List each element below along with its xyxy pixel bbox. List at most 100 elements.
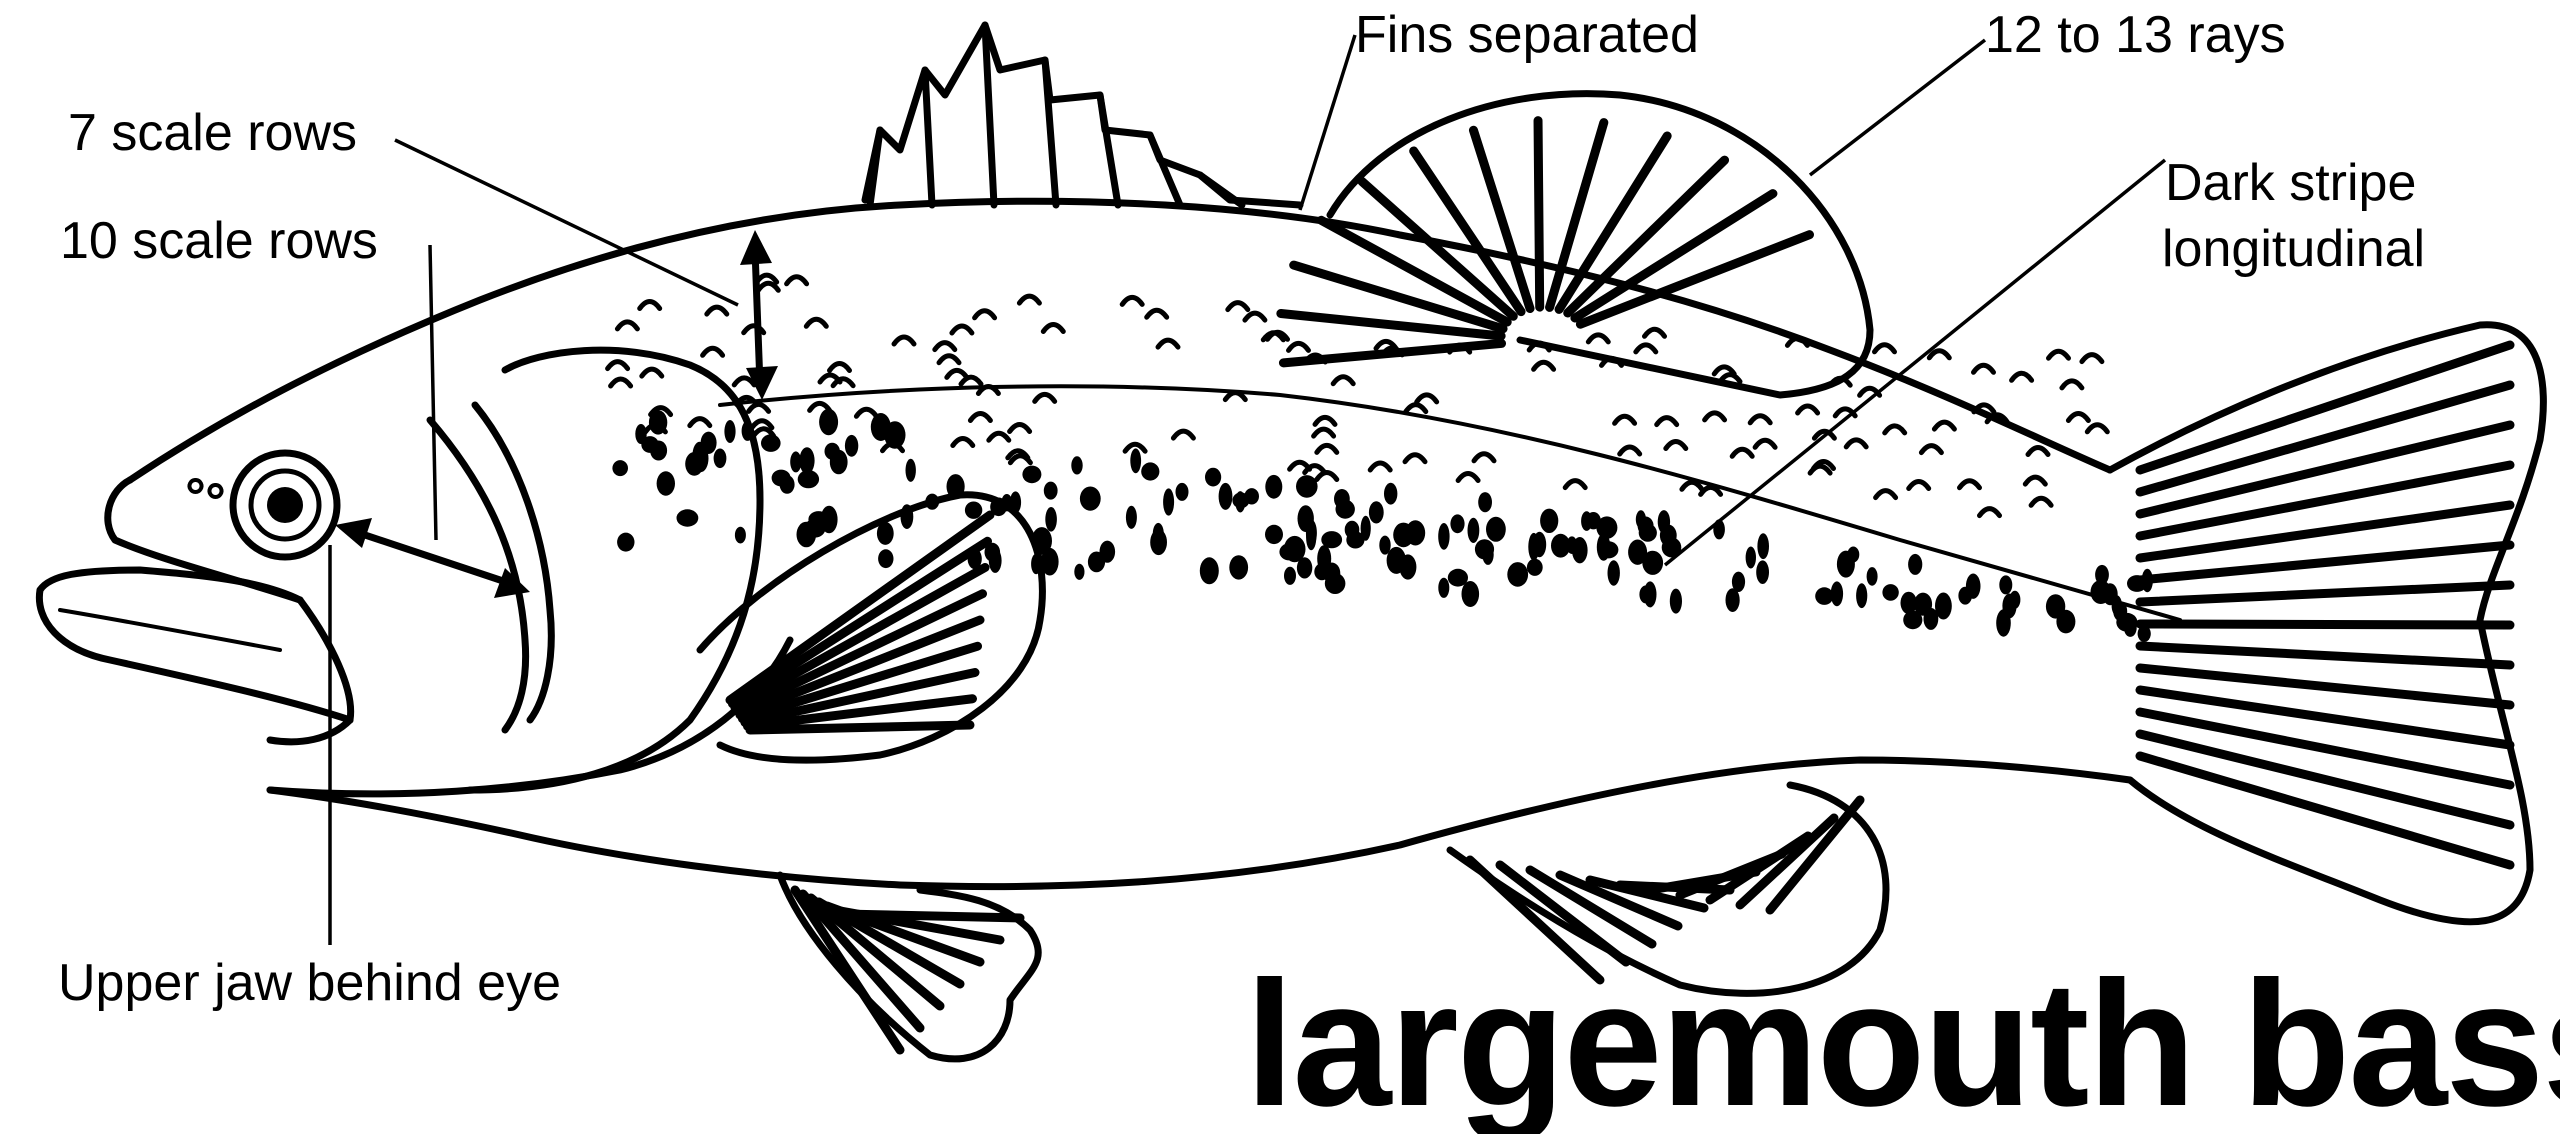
scale-mark — [2022, 474, 2048, 487]
scale-mark — [1007, 422, 1033, 434]
label-7-scale-rows: 7 scale rows — [68, 104, 357, 162]
stripe-spot — [1478, 492, 1492, 513]
diagram-title: largemouth bass — [1245, 944, 2560, 1134]
scale-mark — [1447, 342, 1473, 355]
scale-mark — [1811, 428, 1837, 441]
pectoral-ray — [735, 615, 985, 720]
stripe-spot — [1265, 474, 1283, 499]
stripe-spot — [1669, 588, 1682, 614]
stripe-spot — [1551, 533, 1571, 558]
soft-dorsal-ray — [1575, 230, 1814, 329]
soft-dorsal-ray — [1545, 118, 1609, 312]
anal-ray — [1735, 813, 1839, 910]
pelvic-ray — [798, 889, 925, 1033]
tail-ray — [2135, 420, 2515, 519]
stripe-spot — [1045, 507, 1057, 532]
stripe-spot — [1661, 537, 1682, 558]
scale-mark — [2028, 495, 2054, 508]
pectoral-ray — [745, 720, 975, 735]
scale-mark — [1971, 362, 1996, 375]
soft-dorsal-ray — [1570, 189, 1778, 323]
stripe-spot — [1438, 577, 1450, 598]
stripe-spot — [700, 431, 717, 454]
stripe-spot — [1229, 555, 1249, 580]
stripe-spot — [2045, 594, 2066, 619]
scale-mark — [1286, 340, 1311, 353]
scale-mark — [1471, 451, 1497, 464]
scale-mark — [1222, 390, 1248, 403]
label-longitudinal: longitudinal — [2162, 220, 2425, 278]
scale-mark — [1711, 364, 1737, 377]
anal-ray — [1555, 870, 1683, 931]
scale-mark — [1302, 463, 1328, 476]
scale-mark — [1717, 372, 1743, 385]
stripe-spot — [1130, 448, 1142, 474]
label-upper-jaw: Upper jaw behind eye — [58, 954, 561, 1012]
scale-mark — [1612, 413, 1638, 426]
stripe-spot — [797, 470, 820, 489]
stripe-spot — [1958, 586, 1972, 605]
stripe-spot — [1757, 533, 1769, 560]
scale-mark — [1784, 335, 1810, 348]
stripe-spot — [1205, 467, 1222, 487]
caudal-fin — [2106, 321, 2547, 926]
stripe-spot — [1405, 520, 1426, 546]
tail-ray — [2135, 580, 2515, 607]
pectoral-ray — [743, 694, 977, 731]
stripe-spot — [1296, 475, 1318, 498]
stripe-spot — [1900, 591, 1917, 615]
scale-mark — [1642, 326, 1667, 339]
scale-mark — [614, 319, 640, 332]
soft-dorsal-ray — [1316, 215, 1512, 327]
scale-mark — [1827, 375, 1853, 388]
scale-mark — [704, 304, 730, 317]
stripe-spot — [1125, 505, 1137, 529]
stripe-spot — [771, 469, 791, 487]
scale-mark — [1807, 463, 1833, 476]
scale-mark — [637, 299, 663, 311]
scale-mark — [734, 394, 759, 407]
scale-mark — [1122, 441, 1148, 454]
stripe-spot — [1903, 610, 1923, 630]
scale-mark — [605, 359, 631, 372]
stripe-spot — [1725, 588, 1740, 612]
scale-mark — [1170, 428, 1196, 441]
tail-ray — [2135, 663, 2515, 710]
stripe-spot — [1447, 568, 1468, 587]
dorsal-spine — [1041, 56, 1060, 209]
stripe-spot — [988, 548, 1002, 573]
scale-mark — [944, 367, 970, 380]
stripe-spot — [1279, 543, 1299, 561]
scale-mark — [1617, 444, 1643, 457]
stripe-spot — [1526, 558, 1543, 576]
scale-mark — [751, 426, 776, 439]
scale-mark — [1698, 484, 1724, 497]
stripe-spot — [1218, 482, 1233, 510]
stripe-spot — [1450, 514, 1465, 534]
label-rays: 12 to 13 rays — [1985, 6, 2286, 64]
pectoral-ray — [728, 536, 992, 709]
stripe-spot — [761, 434, 781, 452]
scale-mark — [1599, 355, 1624, 368]
dorsal-spine — [1096, 91, 1122, 209]
soft-dorsal-fin — [1276, 90, 1874, 399]
stripe-spot — [1607, 560, 1620, 586]
scale-mark — [1918, 443, 1944, 456]
scale-mark — [1311, 426, 1337, 439]
jaw-arrow — [335, 518, 530, 598]
scale-mark — [891, 334, 917, 347]
scale-mark — [1679, 479, 1705, 492]
scale-mark — [1843, 437, 1869, 450]
stripe-spot — [2137, 625, 2151, 642]
anal-ray — [1765, 795, 1865, 915]
tail-ray — [2135, 685, 2515, 750]
stripe-spot — [635, 424, 647, 444]
scale-mark — [1314, 470, 1340, 482]
stripe-spot — [1461, 581, 1480, 607]
scale-mark — [1032, 391, 1058, 404]
soft-dorsal-ray — [1409, 146, 1526, 317]
stripe-spot — [1908, 553, 1923, 575]
scale-mark — [1971, 402, 1997, 415]
stripe-spot — [741, 420, 754, 441]
